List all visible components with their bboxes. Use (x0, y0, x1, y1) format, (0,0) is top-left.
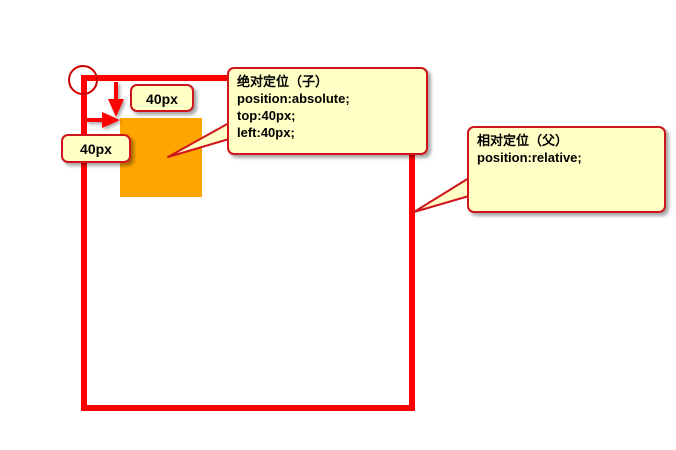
parent-callout-title: 相对定位（父） (477, 133, 569, 148)
child-callout-title: 绝对定位（子） (237, 74, 329, 89)
child-absolute-box (120, 118, 202, 197)
child-callout-left: left:40px; (237, 125, 295, 140)
parent-callout-pointer (413, 177, 470, 213)
parent-relative-callout: 相对定位（父） position:relative; (467, 126, 666, 213)
circle-outline-icon (68, 65, 98, 95)
child-callout-top: top:40px; (237, 108, 296, 123)
child-callout-position: position:absolute; (237, 91, 350, 106)
left-offset-label: 40px (61, 134, 131, 163)
top-offset-label: 40px (130, 84, 194, 112)
arrow-down-icon (108, 82, 124, 117)
arrow-right-icon (86, 112, 120, 128)
child-absolute-callout: 绝对定位（子） position:absolute; top:40px; lef… (227, 67, 428, 155)
parent-callout-position: position:relative; (477, 150, 582, 165)
